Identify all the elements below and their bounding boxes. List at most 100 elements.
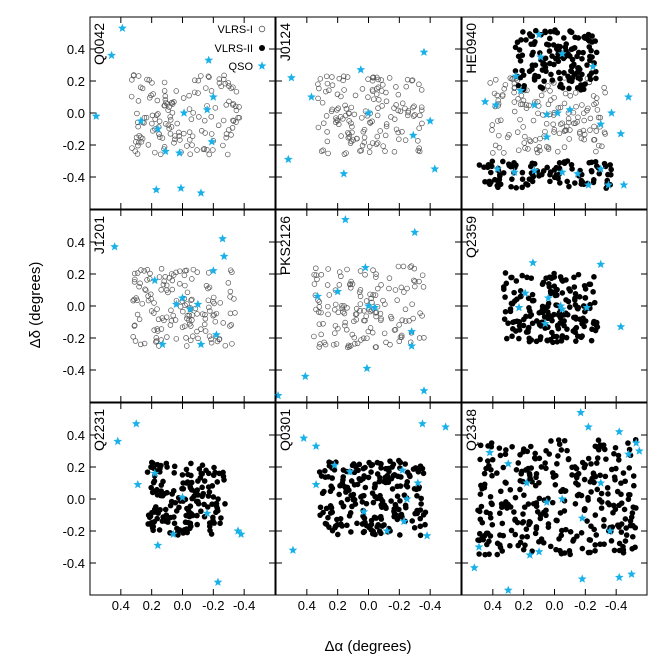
vlrs1-galaxy-point	[393, 126, 400, 133]
vlrs2-galaxy-point	[549, 317, 555, 324]
vlrs2-galaxy-point	[539, 281, 546, 288]
vlrs1-galaxy-point	[395, 263, 402, 270]
vlrs1-galaxy-point	[198, 128, 205, 134]
qso-star-point	[362, 363, 372, 373]
vlrs1-galaxy-point	[511, 99, 518, 105]
qso-star-point	[196, 188, 206, 197]
vlrs1-galaxy-point	[354, 340, 361, 347]
vlrs2-galaxy-point	[526, 470, 533, 477]
vlrs1-galaxy-point	[227, 288, 234, 295]
vlrs2-galaxy-point	[365, 474, 372, 481]
vlrs1-galaxy-point	[416, 278, 422, 285]
vlrs2-galaxy-point	[161, 490, 168, 497]
vlrs2-galaxy-point	[354, 481, 361, 488]
vlrs2-galaxy-point	[547, 28, 554, 35]
vlrs2-galaxy-point	[568, 68, 574, 74]
vlrs1-galaxy-point	[521, 140, 528, 146]
vlrs2-galaxy-point	[210, 472, 217, 479]
vlrs2-galaxy-point	[589, 39, 595, 45]
qso-star-point	[520, 288, 530, 297]
vlrs2-galaxy-point	[513, 162, 519, 168]
vlrs2-galaxy-point	[222, 501, 228, 507]
vlrs2-galaxy-point	[194, 512, 200, 519]
vlrs1-galaxy-point	[323, 88, 329, 95]
vlrs1-galaxy-point	[338, 273, 344, 279]
vlrs1-galaxy-point	[530, 117, 537, 124]
vlrs2-galaxy-point	[502, 451, 509, 458]
vlrs1-galaxy-point	[195, 77, 202, 84]
vlrs1-galaxy-point	[597, 114, 604, 121]
vlrs1-galaxy-point	[318, 309, 324, 316]
vlrs2-galaxy-point	[542, 460, 548, 466]
vlrs1-galaxy-point	[587, 127, 593, 133]
vlrs1-galaxy-point	[148, 92, 154, 99]
vlrs1-galaxy-point	[145, 293, 151, 299]
vlrs2-galaxy-point	[566, 85, 572, 92]
vlrs1-galaxy-point	[173, 269, 179, 276]
vlrs2-galaxy-point	[360, 520, 366, 527]
qso-star-point	[425, 116, 435, 125]
qso-star-point	[300, 371, 310, 381]
qso-star-point	[113, 436, 123, 446]
vlrs2-galaxy-point	[591, 299, 598, 306]
vlrs1-galaxy-point	[415, 138, 421, 144]
vlrs1-galaxy-point	[165, 122, 172, 128]
vlrs1-galaxy-point	[351, 111, 358, 118]
vlrs1-galaxy-point	[527, 138, 534, 145]
vlrs1-galaxy-point	[571, 120, 577, 127]
x-tick-label: 0.2	[143, 598, 161, 613]
x-tick-label: 0.0	[359, 598, 377, 613]
vlrs1-galaxy-point	[418, 107, 425, 113]
vlrs2-galaxy-point	[403, 504, 409, 511]
vlrs1-galaxy-point	[131, 296, 137, 303]
vlrs1-galaxy-point	[570, 109, 577, 116]
vlrs1-galaxy-point	[161, 278, 167, 284]
vlrs2-galaxy-point	[500, 464, 507, 471]
vlrs2-galaxy-point	[182, 519, 189, 526]
vlrs1-galaxy-point	[311, 271, 317, 278]
vlrs2-galaxy-point	[601, 541, 607, 547]
vlrs1-galaxy-point	[231, 296, 237, 302]
vlrs1-galaxy-point	[322, 341, 329, 348]
qso-star-point	[577, 574, 587, 583]
vlrs2-galaxy-point	[501, 286, 507, 293]
vlrs1-galaxy-point	[360, 335, 367, 342]
vlrs2-galaxy-point	[569, 472, 575, 478]
vlrs1-galaxy-point	[232, 310, 238, 316]
vlrs2-galaxy-point	[592, 547, 598, 554]
vlrs2-galaxy-point	[586, 72, 593, 79]
vlrs2-galaxy-point	[509, 333, 515, 340]
panel-label-Q0042: Q0042	[91, 23, 107, 65]
vlrs1-galaxy-point	[342, 102, 348, 109]
vlrs2-galaxy-point	[569, 56, 576, 63]
vlrs1-galaxy-point	[370, 267, 376, 273]
vlrs1-galaxy-point	[405, 109, 411, 116]
qso-star-point	[153, 540, 163, 550]
vlrs1-galaxy-point	[313, 265, 319, 271]
vlrs1-galaxy-point	[379, 103, 385, 109]
vlrs2-galaxy-point	[540, 168, 547, 174]
vlrs1-galaxy-point	[189, 276, 195, 282]
vlrs2-galaxy-point	[394, 483, 401, 490]
vlrs2-galaxy-point	[373, 515, 379, 521]
qso-star-point	[584, 180, 593, 189]
vlrs2-galaxy-point	[551, 270, 557, 277]
vlrs1-galaxy-point	[131, 279, 138, 285]
vlrs2-galaxy-point	[507, 486, 514, 493]
vlrs2-galaxy-point	[502, 308, 509, 315]
vlrs2-galaxy-point	[418, 495, 424, 502]
vlrs2-galaxy-point	[537, 84, 544, 90]
vlrs1-galaxy-point	[402, 137, 409, 143]
vlrs1-galaxy-point	[169, 286, 176, 293]
vlrs2-galaxy-point	[553, 302, 559, 308]
vlrs1-galaxy-point	[128, 93, 135, 100]
qso-star-point	[407, 341, 417, 350]
vlrs1-galaxy-point	[317, 76, 324, 82]
vlrs1-galaxy-point	[361, 308, 367, 314]
vlrs1-galaxy-point	[131, 270, 138, 277]
qso-star-point	[573, 169, 582, 178]
vlrs2-galaxy-point	[578, 529, 585, 536]
vlrs1-galaxy-point	[365, 328, 372, 335]
vlrs2-galaxy-point	[514, 318, 520, 325]
vlrs1-galaxy-point	[139, 135, 146, 142]
